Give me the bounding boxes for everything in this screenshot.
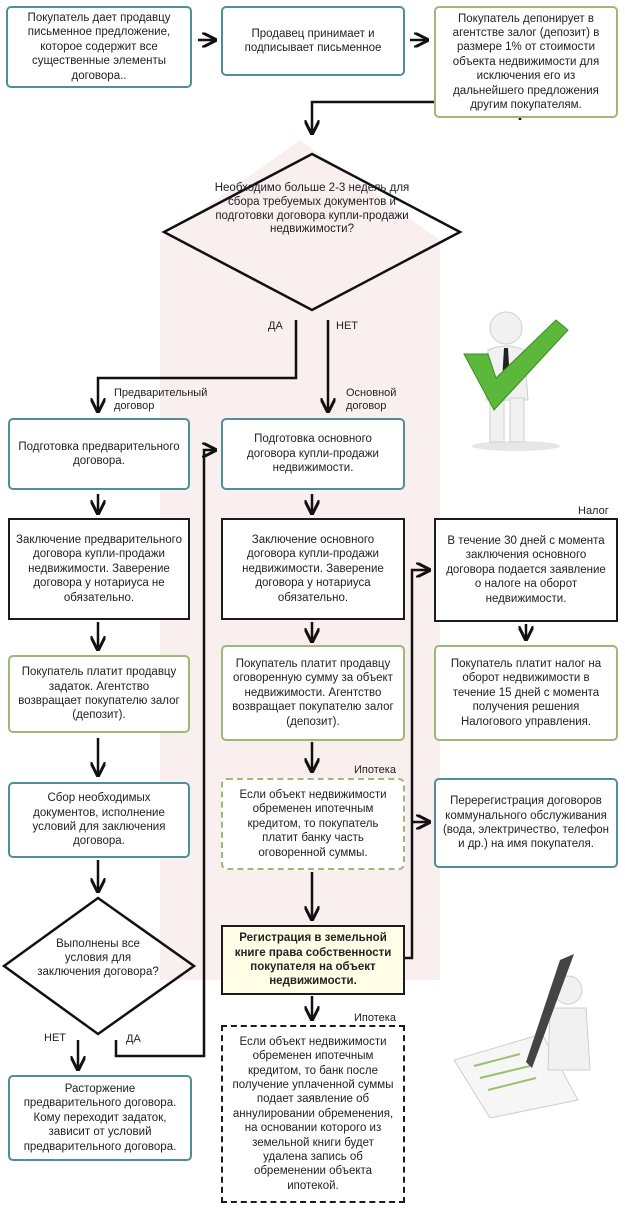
label-preliminary-contract: Предварительный договор	[114, 387, 208, 412]
label-mortgage-1: Ипотека	[354, 764, 396, 776]
step-conclude-main: Заключение основного договора купли-прод…	[221, 518, 405, 620]
person-signing-illustration	[453, 954, 591, 1118]
step-cancel-encumbrance: Если объект недвижимости обременен ипоте…	[221, 1025, 405, 1203]
label-net-2: НЕТ	[44, 1032, 66, 1044]
label-mortgage-2: Ипотека	[354, 1012, 396, 1024]
label-da-1: ДА	[268, 320, 283, 332]
step-conclude-preliminary: Заключение предварительного договора куп…	[8, 518, 190, 620]
step-pay-tax: Покупатель платит налог на оборот недвиж…	[434, 645, 618, 741]
decision-conditions-met: Выполнены все условия для заключения дог…	[37, 938, 159, 978]
step-land-registry: Регистрация в земельной книге права собс…	[221, 925, 405, 995]
label-da-2: ДА	[126, 1033, 141, 1045]
step-seller-accepts: Продавец принимает и подписывает письмен…	[221, 6, 405, 76]
label-net-1: НЕТ	[336, 320, 358, 332]
step-terminate-preliminary: Расторжение предварительного договора. К…	[8, 1075, 192, 1161]
step-utility-reregistration: Перерегистрация договоров коммунального …	[434, 778, 618, 868]
step-tax-application: В течение 30 дней с момента заключения о…	[434, 518, 618, 622]
label-main-contract: Основной договор	[346, 387, 397, 412]
step-offer: Покупатель дает продавцу письменное пред…	[6, 6, 192, 88]
step-mortgage-payment: Если объект недвижимости обременен ипоте…	[221, 778, 405, 870]
step-deposit: Покупатель депонирует в агентстве залог …	[434, 6, 618, 118]
step-collect-documents: Сбор необходимых документов, исполнение …	[8, 782, 190, 858]
step-pay-agreed-sum: Покупатель платит продавцу оговоренную с…	[221, 645, 405, 741]
step-earnest-money: Покупатель платит продавцу задаток. Аген…	[8, 655, 190, 733]
person-checkmark-illustration	[463, 311, 569, 451]
decision-more-than-weeks: Необходимо больше 2-3 недель для сбора т…	[214, 182, 410, 236]
step-prepare-main: Подготовка основного договора купли-прод…	[221, 418, 405, 490]
label-tax: Налог	[578, 505, 609, 517]
step-prepare-preliminary: Подготовка предварительного договора.	[8, 418, 190, 490]
